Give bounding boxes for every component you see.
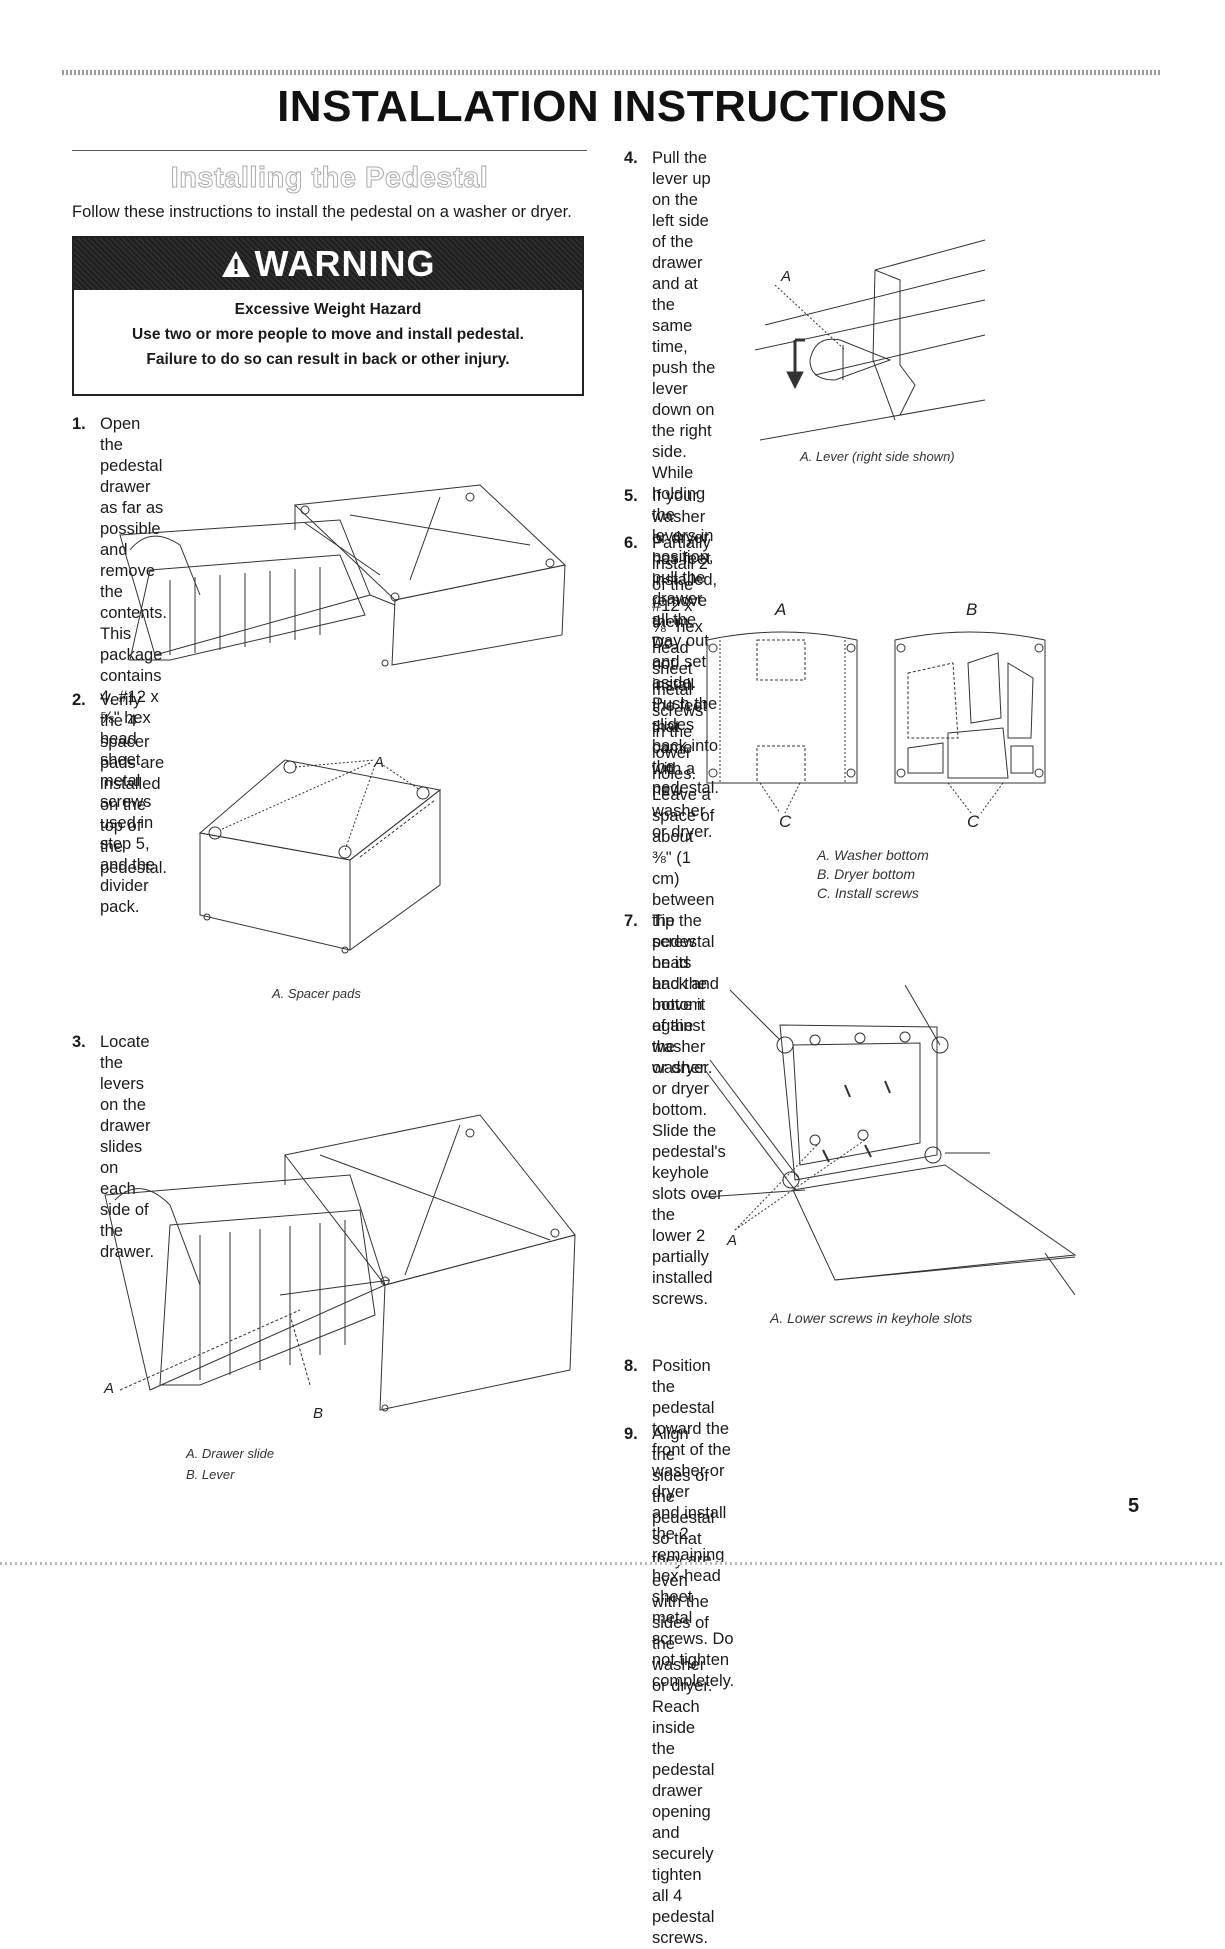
fig-keyhole-caption: A. Lower screws in keyhole slots — [770, 1310, 973, 1326]
step-line: same time, push the lever down on the ri… — [652, 317, 716, 482]
step-line: not install the feet that came with a ne… — [652, 655, 713, 841]
fig-bottoms-caption: A. Washer bottom — [817, 847, 929, 863]
step-number: 3. — [72, 1033, 86, 1051]
step-line: Verify the 4 spacer pads are installed o… — [100, 691, 165, 856]
fig-slides-caption: A. Drawer slide — [186, 1446, 275, 1461]
section-heading: Installing the Pedestal — [170, 162, 489, 195]
step-line: drawer. — [100, 1243, 155, 1261]
step-line: holding the levers in position, pull the… — [652, 485, 714, 650]
step-line: Tip the pedestal on its back and move it… — [652, 912, 719, 1077]
open-drawer-illustration — [110, 485, 570, 670]
step-line: the screw head and the bottom of the was… — [652, 912, 713, 1077]
step-number: 1. — [72, 415, 86, 433]
fig-bottoms-label-a: A — [775, 600, 787, 619]
fig-spacer-label-a: A — [374, 754, 385, 771]
warning-header: WARNING — [74, 238, 582, 290]
step-number: 4. — [624, 149, 638, 167]
page-title: INSTALLATION INSTRUCTIONS — [277, 82, 948, 131]
washer-bottom-illustration — [705, 628, 860, 818]
step-line: drawer opening and securely tighten all … — [652, 1782, 715, 1947]
step-line: or dryer bottom. Slide the pedestal's ke… — [652, 1080, 726, 1224]
step-number: 8. — [624, 1357, 638, 1375]
drawer-slide-illustration — [100, 1115, 580, 1435]
step-line: Pull the lever up on the left side of th… — [652, 149, 711, 314]
fig-bottoms-label-c2: C — [967, 812, 980, 831]
fig-keyhole-label-a: A — [727, 1232, 738, 1249]
warning-body: Excessive Weight Hazard Use two or more … — [74, 290, 582, 371]
step-line: sides of the washer or dryer. Reach insi… — [652, 1614, 715, 1779]
warning-triangle-icon — [221, 251, 250, 277]
step-line: in the lower holes. Leave a space of abo… — [652, 723, 715, 909]
step-line: Locate the levers on the drawer slides o… — [100, 1033, 151, 1240]
fig-lever-label-a: A — [781, 268, 792, 285]
section-rule — [72, 150, 587, 151]
step-number: 2. — [72, 691, 86, 709]
step-line: and set aside. Push the slides back into… — [652, 653, 719, 797]
fig-spacer-caption: A. Spacer pads — [272, 986, 361, 1001]
keyhole-illustration — [705, 985, 1080, 1300]
warning-line: Use two or more people to move and insta… — [132, 326, 524, 343]
step-line: metal screws used in step 5, and the div… — [100, 772, 156, 916]
step-number: 6. — [624, 534, 638, 552]
step-number: 7. — [624, 912, 638, 930]
fig-bottoms-label-c1: C — [779, 812, 792, 831]
step-line: If your washer or dryer has feet install… — [652, 487, 718, 652]
dryer-bottom-illustration — [893, 628, 1048, 818]
intro-text: Follow these instructions to install the… — [72, 203, 572, 221]
step-line: lower 2 partially installed screws. — [652, 1227, 713, 1308]
step-line: Partially install 2 of the #12 x ⅝" hex … — [652, 534, 711, 720]
fig-lever-caption: A. Lever (right side shown) — [800, 449, 955, 464]
step-line: contents. This package contains 4, #12 x… — [100, 604, 167, 769]
pedestal-spacer-illustration — [195, 755, 450, 955]
fig-slides-label-a: A — [104, 1380, 115, 1397]
fig-slides-label-b: B — [313, 1405, 324, 1422]
page-number: 5 — [1128, 1495, 1140, 1517]
step-line: Position the pedestal toward the front o… — [652, 1357, 731, 1501]
fig-bottoms-label-b: B — [966, 600, 978, 619]
warning-line: Excessive Weight Hazard — [234, 301, 422, 318]
top-dotted-band — [62, 70, 1162, 75]
fig-slides-caption: B. Lever — [186, 1467, 235, 1482]
lever-illustration — [755, 240, 990, 460]
warning-line: Failure to do so can result in back or o… — [146, 351, 510, 368]
step-line: pedestal. — [100, 859, 167, 877]
step-number: 9. — [624, 1425, 638, 1443]
fig-bottoms-caption: B. Dryer bottom — [817, 866, 916, 882]
bottom-dotted-band — [0, 1562, 1225, 1565]
fig-bottoms-caption: C. Install screws — [817, 885, 919, 901]
warning-box: WARNING Excessive Weight Hazard Use two … — [72, 236, 584, 396]
step-number: 5. — [624, 487, 638, 505]
warning-header-text: WARNING — [254, 243, 436, 284]
